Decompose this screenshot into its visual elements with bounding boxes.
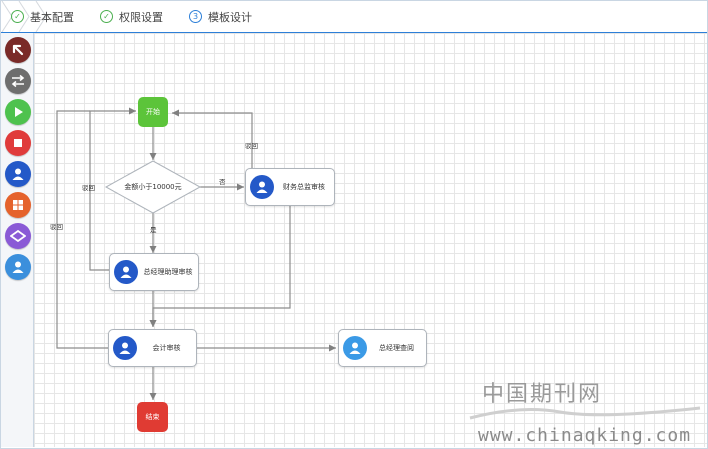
- edge-finance-reject: [172, 109, 253, 169]
- start-node-icon[interactable]: [5, 99, 31, 125]
- cc-avatar-icon: [343, 336, 367, 360]
- task-label: 会计审核: [152, 344, 181, 352]
- condition-diamond-icon[interactable]: [5, 223, 31, 249]
- edge-label-reject-assistant: 驳回: [82, 184, 95, 192]
- edge-label-reject-accounting: 驳回: [50, 223, 63, 231]
- user-avatar-icon: [114, 260, 138, 284]
- step-label: 权限设置: [119, 10, 163, 24]
- edge-label-reject-finance: 驳回: [245, 142, 258, 150]
- start-node[interactable]: 开始: [138, 97, 168, 127]
- task-label: 财务总监审核: [283, 183, 325, 191]
- step-template-design[interactable]: 3 模板设计: [189, 1, 252, 32]
- task-gm-review[interactable]: 总经理查阅: [338, 329, 427, 367]
- end-node-icon[interactable]: [5, 130, 31, 156]
- task-gm-assistant[interactable]: 总经理助理审核: [109, 253, 199, 291]
- cc-task-icon[interactable]: [5, 254, 31, 280]
- step-basic-config[interactable]: ✓ 基本配置: [11, 1, 74, 32]
- user-avatar-icon: [250, 175, 274, 199]
- edge-accounting-reject: [56, 110, 108, 349]
- task-label: 总经理助理审核: [143, 268, 193, 276]
- condition-label[interactable]: 金额小于10000元: [124, 183, 182, 191]
- subprocess-icon[interactable]: [5, 192, 31, 218]
- connect-arrows-icon[interactable]: [5, 68, 31, 94]
- step-number-icon: 3: [189, 10, 202, 23]
- end-node[interactable]: 结束: [137, 402, 168, 432]
- task-finance-director[interactable]: 财务总监审核: [245, 168, 335, 206]
- check-circle-icon: ✓: [100, 10, 113, 23]
- edge-assistant-reject: [89, 107, 136, 271]
- edge-label-yes: 是: [150, 226, 157, 234]
- end-node-label: 结束: [145, 413, 160, 421]
- tool-palette: [1, 33, 34, 447]
- condition-diamond: [104, 160, 202, 214]
- user-avatar-icon: [113, 336, 137, 360]
- step-label: 模板设计: [208, 10, 252, 24]
- task-accounting[interactable]: 会计审核: [108, 329, 197, 367]
- edge-label-no: 否: [219, 178, 226, 186]
- check-circle-icon: ✓: [11, 10, 24, 23]
- task-label: 总经理查阅: [379, 344, 414, 352]
- chevron-divider-icon: [35, 0, 47, 33]
- watermark-url: www.chinaqking.com: [478, 425, 692, 446]
- watermark-swoosh: [469, 406, 701, 420]
- chevron-divider-icon: [18, 0, 30, 33]
- user-task-icon[interactable]: [5, 161, 31, 187]
- step-permissions[interactable]: ✓ 权限设置: [100, 1, 163, 32]
- select-arrow-icon[interactable]: [5, 37, 31, 63]
- step-label: 基本配置: [30, 10, 74, 24]
- start-node-label: 开始: [146, 108, 160, 116]
- watermark-text: 中国期刊网: [482, 382, 603, 407]
